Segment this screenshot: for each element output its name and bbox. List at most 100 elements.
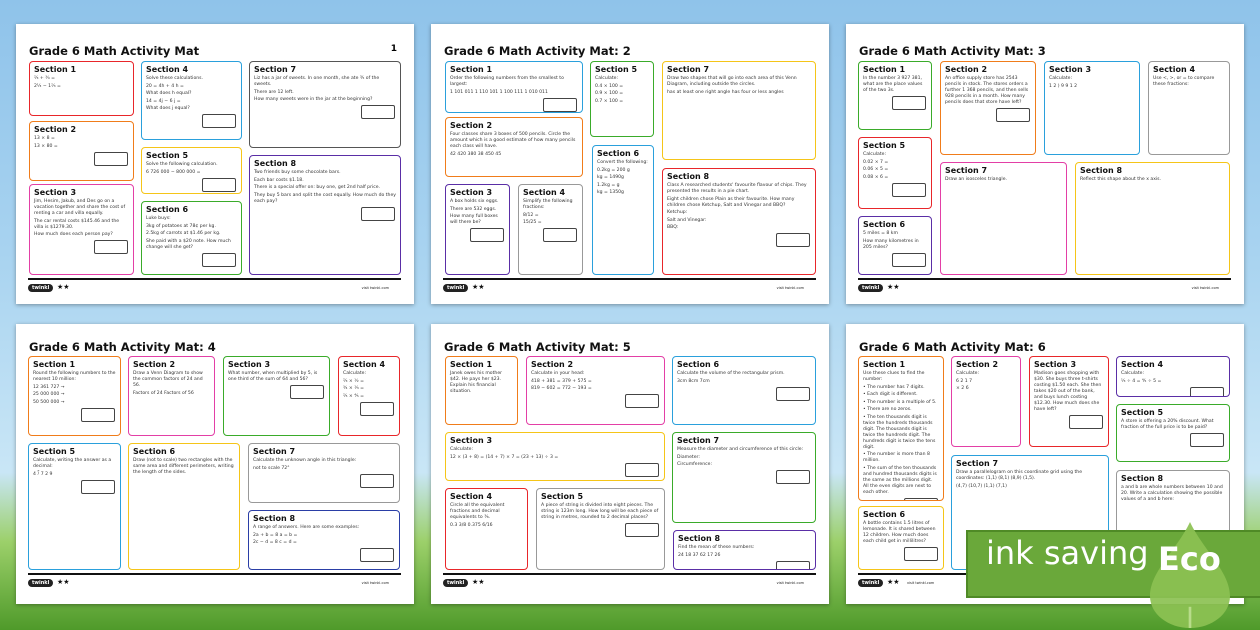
section-text: There are 532 eggs. (450, 206, 497, 212)
section-text: 12 361 727 → (33, 384, 65, 390)
section-text: 2c − d = 8 c = d = (253, 540, 297, 545)
answer-box[interactable] (996, 108, 1030, 122)
section-text: 12 × (3 + 8) = (14 + 7) × 7 = (23 + 13) … (450, 454, 559, 460)
section-text: not to scale 72° (253, 465, 290, 471)
section-text: Convert the following: (597, 160, 648, 165)
section-text: In the number 3 927 381, what are the pl… (863, 76, 923, 93)
answer-box[interactable] (776, 386, 810, 401)
answer-box[interactable] (776, 233, 810, 247)
answer-box[interactable] (94, 240, 128, 254)
section-heading: Section 2 (945, 65, 988, 74)
answer-box[interactable] (625, 394, 659, 408)
section-text: 24 18 37 62 17 26 (678, 552, 721, 558)
section-text: Ketchup: (667, 210, 688, 215)
twinkl-logo: twinkl (443, 579, 469, 587)
answer-box[interactable] (202, 177, 236, 192)
answer-box[interactable] (904, 497, 938, 500)
answer-box[interactable] (361, 206, 395, 221)
section-text: 0.4 × 100 = (595, 83, 624, 89)
section-heading: Section 3 (1049, 65, 1092, 74)
section-text: 1 2 ) 9 9 1 2 (1049, 83, 1078, 89)
eco-label: Eco (1158, 540, 1221, 578)
section-heading: Section 5 (595, 65, 638, 74)
section-text: × 2 6 (956, 386, 969, 391)
section-text: Calculate: (1049, 76, 1073, 81)
answer-box[interactable] (892, 252, 926, 267)
answer-box[interactable] (543, 228, 577, 242)
answer-box[interactable] (360, 473, 394, 488)
section-text: How many kilometres in 205 miles? (863, 238, 919, 250)
section-text: 15/25 = (523, 220, 542, 225)
answer-box[interactable] (904, 547, 938, 561)
section-heading: Section 5 (1121, 408, 1164, 417)
difficulty-stars: ★★ (887, 283, 900, 291)
answer-box[interactable] (81, 479, 115, 494)
section-text: • The number is a multiple of 5. (863, 399, 937, 405)
twinkl-logo: twinkl (28, 284, 54, 292)
section-heading: Section 4 (1153, 65, 1196, 74)
answer-box[interactable] (1190, 386, 1224, 396)
section-text: 6 726 000 − 800 000 = (146, 169, 201, 175)
answer-box[interactable] (776, 470, 810, 484)
section-text: Jim, Hesim, Jakub, and Des go on a vacat… (34, 199, 126, 216)
answer-box[interactable] (776, 560, 810, 569)
section-text: 2.5kg of carrots at $1.46 per kg. (146, 231, 221, 236)
section-text: Simplify the following fractions: (523, 199, 573, 210)
answer-box[interactable] (360, 401, 394, 416)
answer-box[interactable] (81, 407, 115, 422)
answer-box[interactable] (1069, 415, 1103, 429)
section-heading: Section 1 (863, 360, 906, 369)
section-text: She paid with a $20 note. How much chang… (146, 238, 231, 250)
answer-box[interactable] (290, 385, 324, 399)
section-text: Luke buys: (146, 216, 171, 221)
answer-box[interactable] (202, 252, 236, 267)
section-text: A range of answers. Here are some exampl… (253, 525, 360, 530)
section-heading: Section 1 (450, 65, 493, 74)
section-text: Use these clues to find the number: (863, 371, 925, 382)
difficulty-stars: ★★ (57, 578, 70, 586)
answer-box[interactable] (892, 182, 926, 197)
section-text: 13 × 8 = (34, 136, 55, 141)
section-text: Draw an isosceles triangle. (945, 177, 1007, 182)
answer-box[interactable] (361, 105, 395, 119)
section-heading: Section 8 (254, 159, 297, 168)
section-text: 0.7 × 100 = (595, 98, 624, 104)
section-heading: Section 6 (133, 447, 176, 456)
answer-box[interactable] (1190, 433, 1224, 447)
section-text: Calculate the unknown angle in this tria… (253, 458, 357, 463)
section-text: 2⅓ − 1⅔ = (34, 83, 61, 89)
answer-box[interactable] (202, 114, 236, 128)
section-text: Madison goes shopping with $30. She buys… (1034, 371, 1102, 412)
section-text: 0.3 3/8 0.375 6/16 (450, 522, 493, 528)
answer-box[interactable] (543, 97, 577, 112)
answer-box[interactable] (625, 462, 659, 477)
section-text: A box holds six eggs. (450, 199, 499, 204)
section-text: Round the following numbers to the neare… (33, 371, 116, 382)
section-text: Draw a Venn Diagram to show the common f… (133, 371, 203, 388)
page-number: 1 (390, 44, 397, 54)
section-text: 1 101 011 1 110 101 1 100 111 1 010 011 (450, 89, 548, 95)
answer-box[interactable] (94, 151, 128, 166)
section-heading: Section 3 (228, 360, 271, 369)
twinkl-logo: twinkl (28, 579, 54, 587)
answer-box[interactable] (470, 228, 504, 242)
section-text: kg = 1490g (597, 175, 624, 180)
answer-box[interactable] (625, 523, 659, 537)
answer-box[interactable] (360, 548, 394, 562)
section-text: BBQ: (667, 225, 679, 230)
answer-box[interactable] (892, 96, 926, 110)
section-box: Section 1 Use these clues to find the num… (858, 356, 944, 501)
